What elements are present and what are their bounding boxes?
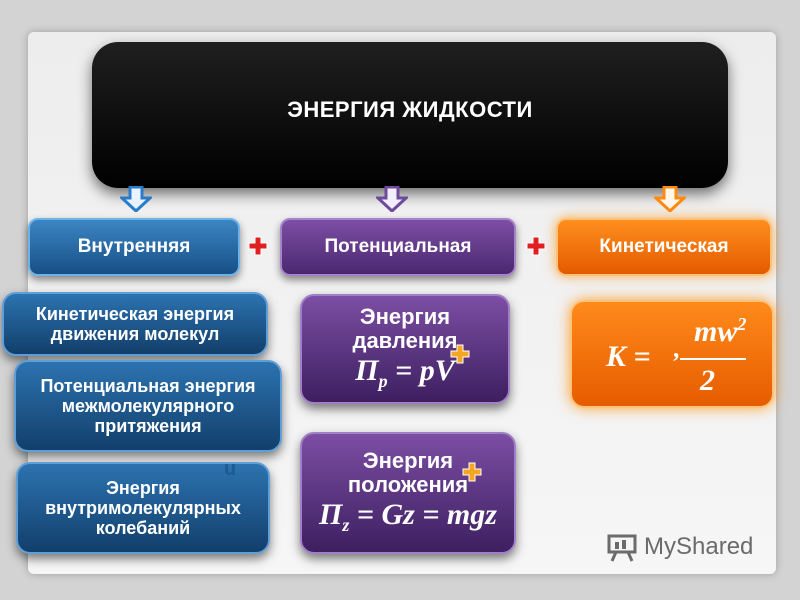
internal-item-potential: Потенциальная энергия межмолекулярного п… xyxy=(14,360,282,452)
presentation-board-icon xyxy=(607,534,637,562)
internal-item-label: Потенциальная энергия межмолекулярного п… xyxy=(40,376,256,436)
watermark-text: MyShared xyxy=(644,533,754,560)
formula-rhs: = Gz = mgz xyxy=(356,498,497,531)
orange-down-arrow-icon xyxy=(654,186,686,212)
formula-rhs: = pV xyxy=(395,354,455,387)
plus-icon xyxy=(462,462,482,482)
position-label-line2: положения xyxy=(347,472,469,497)
title: ЭНЕРГИЯ ЖИДКОСТИ xyxy=(287,97,533,122)
category-kinetic-label: Кинетическая xyxy=(599,236,729,257)
internal-item-label: Кинетическая энергия движения молекул xyxy=(35,304,235,344)
kinetic-lhs: K = xyxy=(606,340,651,373)
category-internal-label: Внутренняя xyxy=(77,236,191,257)
formula-lhs: П xyxy=(355,354,379,387)
category-internal: Внутренняя xyxy=(28,218,240,276)
stray-letter: u xyxy=(224,458,237,480)
position-formula: Пz = Gz = mgz xyxy=(319,500,497,537)
pressure-formula: Пp = pV xyxy=(355,356,454,393)
internal-item-vibration: Энергия внутримолекулярных колебаний xyxy=(16,462,270,554)
purple-down-arrow-icon xyxy=(376,186,408,212)
category-potential-label: Потенциальная xyxy=(324,236,472,257)
category-potential: Потенциальная xyxy=(280,218,516,276)
blue-down-arrow-icon xyxy=(120,186,152,212)
pressure-label-line2: давления xyxy=(352,328,458,353)
internal-item-kinetic: Кинетическая энергия движения молекул xyxy=(2,292,268,356)
plus-icon xyxy=(450,344,470,364)
kinetic-denominator: 2 xyxy=(700,364,715,397)
category-kinetic: Кинетическая xyxy=(556,218,772,276)
title-box: ЭНЕРГИЯ ЖИДКОСТИ xyxy=(92,42,728,188)
position-energy-box: Энергия положения Пz = Gz = mgz xyxy=(300,432,516,554)
position-label-line1: Энергия xyxy=(362,448,454,473)
pressure-label-line1: Энергия xyxy=(359,304,451,329)
internal-item-label: Энергия внутримолекулярных колебаний xyxy=(45,478,241,538)
pressure-energy-box: Энергия давления Пp = pV xyxy=(300,294,510,404)
kinetic-numerator: mw2 xyxy=(694,314,746,349)
myshared-logo: MyShared xyxy=(606,532,753,562)
plus-icon xyxy=(526,236,546,256)
formula-sub: z xyxy=(342,515,350,535)
exponent: 2 xyxy=(737,314,747,334)
fraction-bar xyxy=(680,358,746,360)
numerator-text: mw xyxy=(694,315,738,348)
formula-lhs: П xyxy=(319,498,343,531)
kinetic-formula-box: K = , mw2 2 xyxy=(570,300,774,408)
formula-sub: p xyxy=(378,371,388,391)
plus-icon xyxy=(248,236,268,256)
comma-mark: , xyxy=(674,334,681,363)
